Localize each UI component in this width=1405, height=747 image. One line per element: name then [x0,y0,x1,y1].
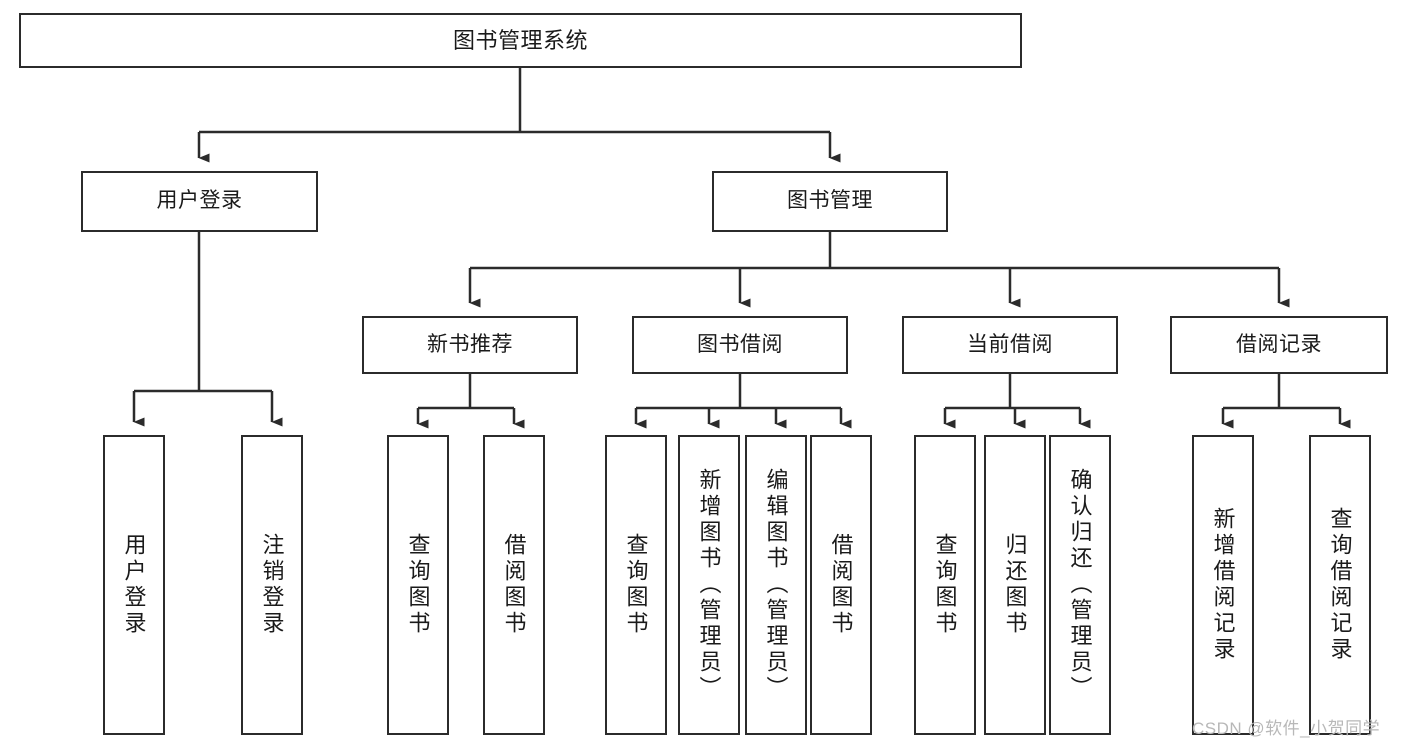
leaf-edit-book[interactable]: 编辑图书（管理员） [745,435,807,735]
leaf-query-book-2-label: 查询图书 [623,533,649,637]
node-book-borrow[interactable]: 图书借阅 [632,316,848,374]
leaf-return-book-label: 归还图书 [1002,533,1028,637]
leaf-user-login[interactable]: 用户登录 [103,435,165,735]
leaf-confirm-return-label: 确认归还（管理员） [1067,468,1093,702]
node-root-label: 图书管理系统 [452,27,588,53]
leaf-query-book-3[interactable]: 查询图书 [914,435,976,735]
leaf-query-book-3-label: 查询图书 [932,533,958,637]
leaf-confirm-return[interactable]: 确认归还（管理员） [1049,435,1111,735]
node-book-manage-label: 图书管理 [787,189,873,213]
leaf-user-login-label: 用户登录 [121,533,147,637]
node-new-book-recommend-label: 新书推荐 [427,332,513,356]
leaf-borrow-book-1-label: 借阅图书 [501,533,527,637]
leaf-query-book-1-label: 查询图书 [405,533,431,637]
leaf-borrow-book-2-label: 借阅图书 [828,533,854,637]
leaf-return-book[interactable]: 归还图书 [984,435,1046,735]
node-book-borrow-label: 图书借阅 [697,332,783,356]
leaf-query-record[interactable]: 查询借阅记录 [1309,435,1371,735]
leaf-borrow-book-2[interactable]: 借阅图书 [810,435,872,735]
leaf-logout-login[interactable]: 注销登录 [241,435,303,735]
leaf-query-book-2[interactable]: 查询图书 [605,435,667,735]
leaf-logout-login-label: 注销登录 [259,533,285,637]
node-current-borrow[interactable]: 当前借阅 [902,316,1118,374]
leaf-add-record-label: 新增借阅记录 [1210,507,1236,663]
csdn-watermark: CSDN @软件_小贺同学 [1192,719,1381,738]
node-user-login[interactable]: 用户登录 [81,171,318,232]
leaf-add-record[interactable]: 新增借阅记录 [1192,435,1254,735]
node-book-manage[interactable]: 图书管理 [712,171,948,232]
node-new-book-recommend[interactable]: 新书推荐 [362,316,578,374]
leaf-borrow-book-1[interactable]: 借阅图书 [483,435,545,735]
leaf-add-book-label: 新增图书（管理员） [696,468,722,702]
leaf-query-record-label: 查询借阅记录 [1327,507,1353,663]
leaf-edit-book-label: 编辑图书（管理员） [763,468,789,702]
leaf-query-book-1[interactable]: 查询图书 [387,435,449,735]
leaf-add-book[interactable]: 新增图书（管理员） [678,435,740,735]
node-borrow-record-label: 借阅记录 [1236,332,1322,356]
node-user-login-label: 用户登录 [156,189,243,213]
node-borrow-record[interactable]: 借阅记录 [1170,316,1388,374]
node-current-borrow-label: 当前借阅 [967,332,1053,356]
node-root[interactable]: 图书管理系统 [19,13,1022,68]
